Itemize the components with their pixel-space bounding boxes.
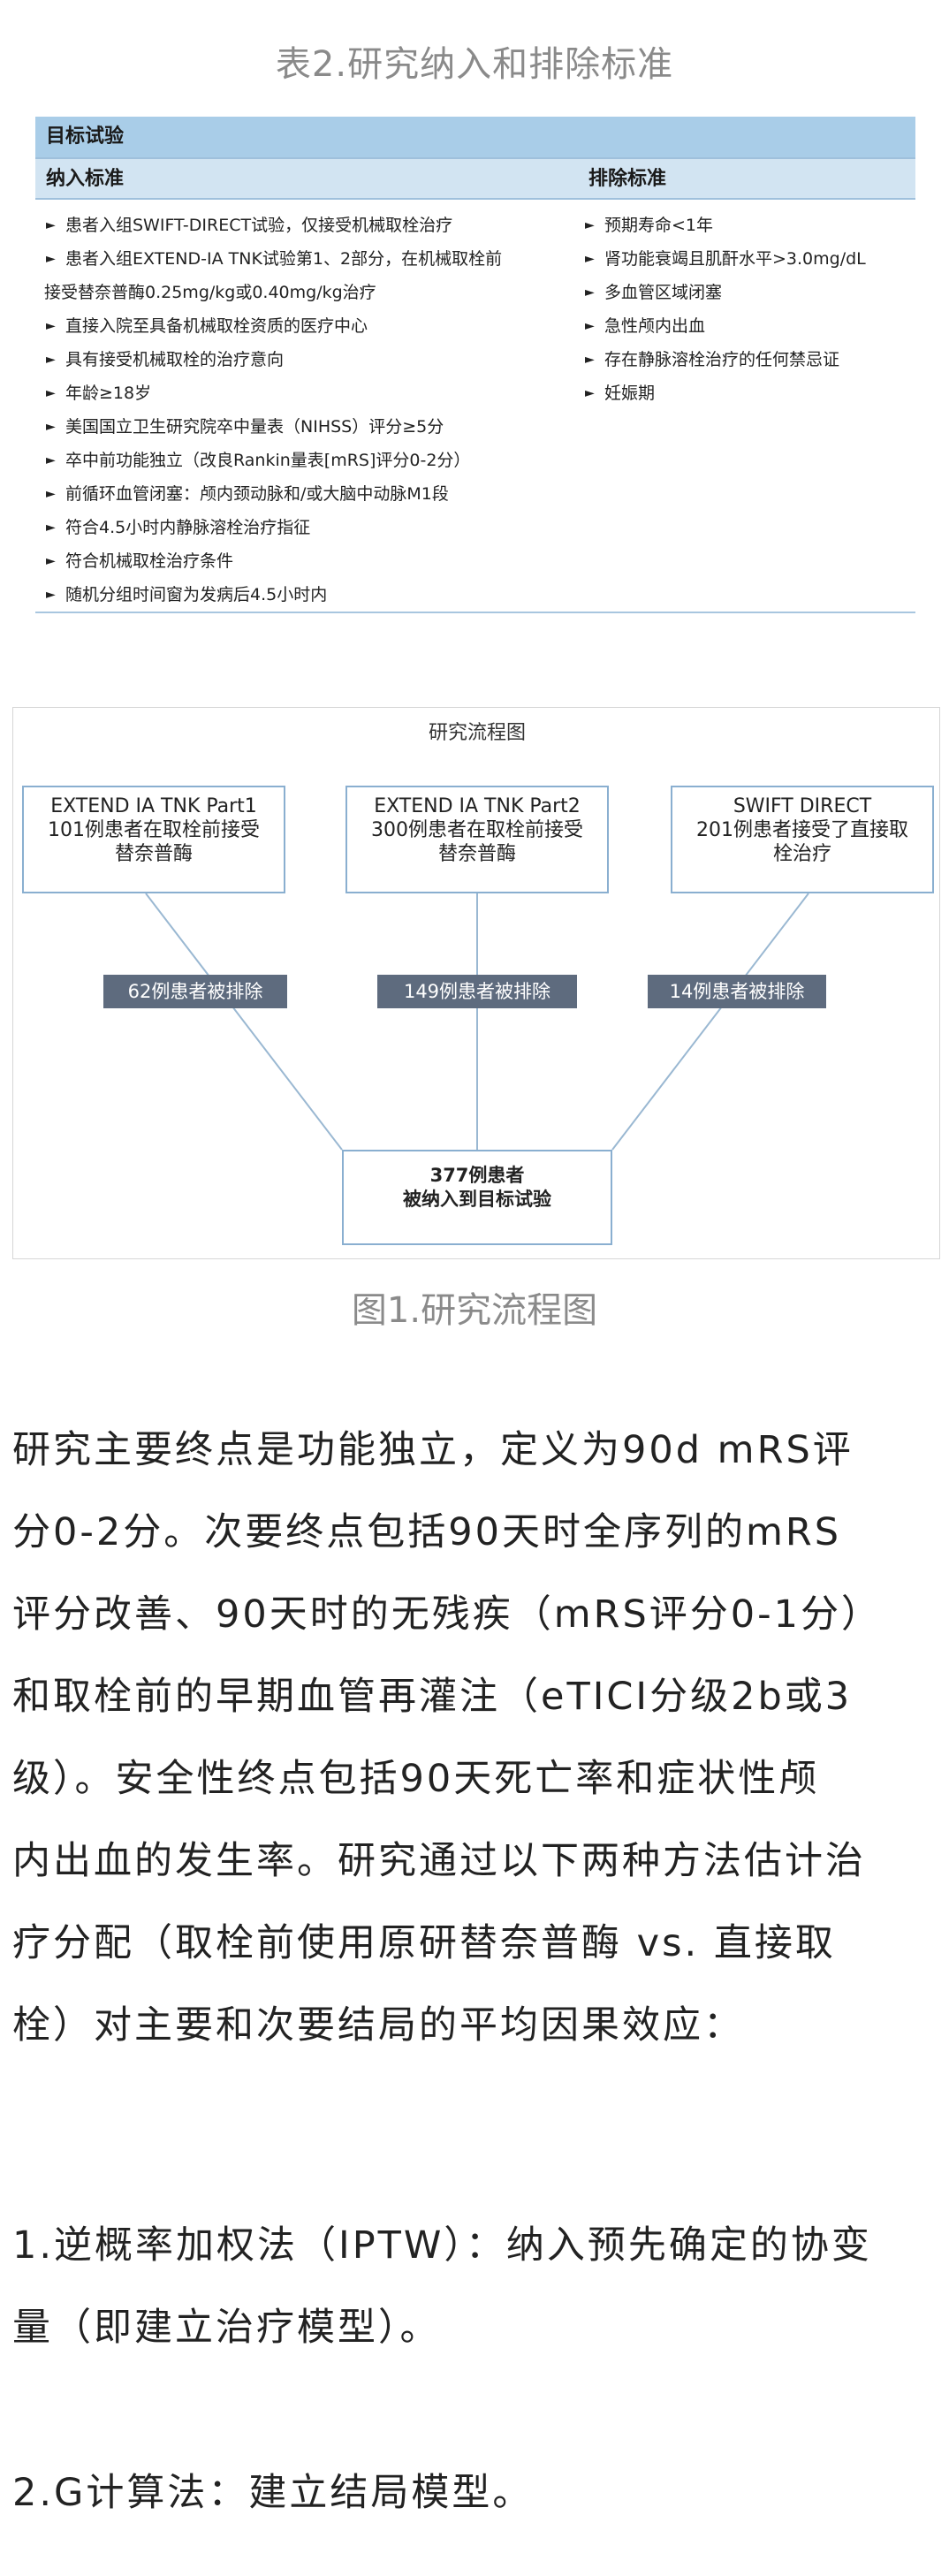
triangle-bullet-icon: ► [46, 521, 56, 535]
paragraph-iptw: 1.逆概率加权法（IPTW）：纳入预先确定的协变 量（即建立治疗模型）。 [12, 2205, 940, 2369]
inclusion-item: ►直接入院至具备机械取栓资质的医疗中心 [44, 309, 583, 343]
inclusion-item: ►患者入组SWIFT-DIRECT试验，仅接受机械取栓治疗 [44, 209, 583, 242]
inclusion-item: ►符合机械取栓治疗条件 [44, 544, 583, 578]
triangle-bullet-icon: ► [46, 487, 56, 501]
exclusion-header: 排除标准 [588, 168, 667, 190]
result-box: 377例患者 被纳入到目标试验 [342, 1150, 612, 1245]
paragraph-endpoints: 研究主要终点是功能独立，定义为90d mRS评 分0-2分。次要终点包括90天时… [12, 1410, 940, 2067]
text-line: 1.逆概率加权法（IPTW）：纳入预先确定的协变 [12, 2223, 872, 2268]
exclusion-item: ►妊娠期 [583, 376, 910, 410]
triangle-bullet-icon: ► [46, 386, 56, 400]
criteria-column-headers: 纳入标准 排除标准 [35, 157, 915, 200]
triangle-bullet-icon: ► [46, 420, 56, 434]
inclusion-item: ►卒中前功能独立（改良Rankin量表[mRS]评分0-2分） [44, 444, 583, 477]
excluded-label-part2: 149例患者被排除 [377, 975, 577, 1008]
exclusion-item: ►急性颅内出血 [583, 309, 910, 343]
text-line: 评分改善、90天时的无残疾（mRS评分0-1分） [12, 1592, 883, 1637]
triangle-bullet-icon: ► [46, 319, 56, 333]
inclusion-list: ►患者入组SWIFT-DIRECT试验，仅接受机械取栓治疗 ►患者入组EXTEN… [44, 209, 583, 612]
criteria-table-header: 目标试验 [35, 117, 915, 157]
triangle-bullet-icon: ► [46, 252, 56, 266]
triangle-bullet-icon: ► [46, 353, 56, 367]
text-line: 级）。安全性终点包括90天死亡率和症状性颅 [12, 1757, 820, 1801]
text-line: 和取栓前的早期血管再灌注（eTICI分级2b或3 [12, 1675, 853, 1719]
text-line: 研究主要终点是功能独立，定义为90d mRS评 [12, 1428, 854, 1472]
inclusion-item: ►随机分组时间窗为发病后4.5小时内 [44, 578, 583, 612]
inclusion-item: ►前循环血管闭塞：颅内颈动脉和/或大脑中动脉M1段 [44, 477, 583, 511]
source-box-extend-part1: EXTEND IA TNK Part1 101例患者在取栓前接受 替奈普酶 [22, 786, 285, 893]
figure-caption: 图1.研究流程图 [351, 1290, 598, 1331]
exclusion-item: ►多血管区域闭塞 [583, 276, 910, 309]
triangle-bullet-icon: ► [46, 218, 56, 232]
inclusion-item: ►符合4.5小时内静脉溶栓治疗指征 [44, 511, 583, 544]
inclusion-item: ►美国国立卫生研究院卒中量表（NIHSS）评分≥5分 [44, 410, 583, 444]
connector-line-left [145, 893, 343, 1151]
table-title: 表2.研究纳入和排除标准 [275, 44, 674, 85]
exclusion-list: ►预期寿命<1年 ►肾功能衰竭且肌酐水平>3.0mg/dL ►多血管区域闭塞 ►… [583, 209, 910, 410]
criteria-table: 目标试验 纳入标准 排除标准 ►患者入组SWIFT-DIRECT试验，仅接受机械… [35, 117, 915, 613]
inclusion-item: ►年龄≥18岁 [44, 376, 583, 410]
flowchart-connectors [145, 893, 809, 1151]
exclusion-item: ►预期寿命<1年 [583, 209, 910, 242]
text-line: 栓）对主要和次要结局的平均因果效应： [12, 2003, 744, 2048]
triangle-bullet-icon: ► [585, 386, 595, 400]
source-box-extend-part2: EXTEND IA TNK Part2 300例患者在取栓前接受 替奈普酶 [345, 786, 609, 893]
triangle-bullet-icon: ► [585, 218, 595, 232]
triangle-bullet-icon: ► [585, 353, 595, 367]
text-line: 内出血的发生率。研究通过以下两种方法估计治 [12, 1839, 866, 1883]
flowchart-title: 研究流程图 [428, 722, 526, 744]
exclusion-item: ►肾功能衰竭且肌酐水平>3.0mg/dL [583, 242, 910, 276]
excluded-label-part1: 62例患者被排除 [103, 975, 287, 1008]
study-flowchart: 研究流程图 EXTEND IA TNK Part1 101例患者在取栓前接受 替… [12, 707, 940, 1259]
excluded-label-swift: 14例患者被排除 [648, 975, 826, 1008]
source-box-swift-direct: SWIFT DIRECT 201例患者接受了直接取 栓治疗 [671, 786, 934, 893]
inclusion-header: 纳入标准 [46, 168, 125, 190]
inclusion-item: ►具有接受机械取栓的治疗意向 [44, 343, 583, 376]
inclusion-item-continuation: 接受替奈普酶0.25mg/kg或0.40mg/kg治疗 [44, 283, 376, 302]
triangle-bullet-icon: ► [46, 453, 56, 467]
text-line: 分0-2分。次要终点包括90天时全序列的mRS [12, 1510, 842, 1554]
criteria-table-body: ►患者入组SWIFT-DIRECT试验，仅接受机械取栓治疗 ►患者入组EXTEN… [35, 200, 915, 610]
exclusion-item: ►存在静脉溶栓治疗的任何禁忌证 [583, 343, 910, 376]
triangle-bullet-icon: ► [46, 554, 56, 568]
inclusion-item: ►患者入组EXTEND-IA TNK试验第1、2部分，在机械取栓前 [44, 242, 583, 276]
triangle-bullet-icon: ► [585, 252, 595, 266]
triangle-bullet-icon: ► [585, 319, 595, 333]
text-line: 量（即建立治疗模型）。 [12, 2306, 441, 2350]
text-line: 2.G计算法：建立结局模型。 [12, 2471, 534, 2515]
triangle-bullet-icon: ► [46, 588, 56, 602]
paragraph-g-computation: 2.G计算法：建立结局模型。 [12, 2452, 940, 2534]
text-line: 疗分配（取栓前使用原研替奈普酶 vs. 直接取 [12, 1921, 836, 1965]
triangle-bullet-icon: ► [585, 285, 595, 300]
connector-line-right [611, 893, 809, 1151]
